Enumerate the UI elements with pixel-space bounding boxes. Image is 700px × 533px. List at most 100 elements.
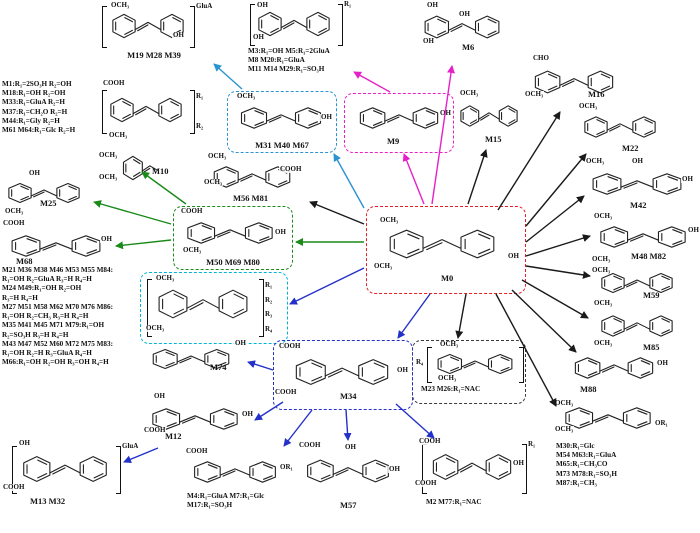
structure-skeleton (189, 458, 281, 486)
substituent-label: OCH₃ (373, 262, 394, 270)
structure-skeleton (560, 404, 656, 432)
right-bracket (190, 6, 195, 48)
metabolite-label: M31 M40 M67 (255, 140, 309, 150)
left-bracket (102, 90, 107, 134)
substituent-label: COOH (180, 207, 204, 215)
metabolite-label: M16 (588, 89, 605, 99)
bracket-substituent-label: R₄ (265, 325, 273, 333)
arrow-M50-to-M68 (115, 239, 172, 250)
substituent-label: OCH₃ (379, 216, 400, 224)
left-bracket (102, 6, 107, 48)
formula-line: M27 M51 M58 M62 M70 M76 M86: (2, 302, 113, 311)
substituent-label: OCH₃ (4, 207, 25, 215)
substituent-label: OH (252, 33, 265, 41)
substituent-label: OH (172, 31, 185, 39)
substituent-label: COOH (102, 79, 126, 87)
structure-skeleton (355, 104, 443, 132)
formula-line: R₃=H R₄=H (2, 293, 38, 302)
substituent-label: COOH (418, 437, 442, 445)
node-m21list: M21 M36 M38 M46 M53 M55 M84:R₁=OH R₂=Glu… (2, 266, 148, 394)
arrow-M9-to-M3 (353, 71, 391, 93)
node-r14: R₁ R₂ R₃ R₄ OCH₃ OCH₃ (140, 272, 288, 344)
structure-skeleton (254, 8, 334, 40)
substituent-label: OH (320, 113, 333, 121)
arrow-M0-to-M42 (525, 195, 585, 243)
substituent-label: OH (153, 392, 166, 400)
substituent-label: OR₁ (654, 419, 669, 427)
metabolite-label: M57 (340, 500, 357, 510)
substituent-label: OCH₃ (110, 1, 131, 9)
substituent-label: OCH₃ (155, 274, 176, 282)
structure-skeleton (290, 355, 394, 389)
metabolite-label: M42 (630, 200, 647, 210)
substituent-label: OH (18, 439, 31, 447)
substituent-label: COOH (279, 165, 303, 173)
formula-line: M21 M36 M38 M46 M53 M55 M84: (2, 266, 113, 274)
formula-line: R₁=OH R₂=GluA R₃=H R₄=H (2, 275, 92, 284)
substituent-label: OCH₃ (524, 90, 545, 98)
bracket-substituent-label: GluA (122, 442, 139, 450)
formula-line: M54 M63:R₁=GluA (556, 451, 617, 460)
formula-line: M30:R₁=Glc (556, 442, 595, 450)
formula-line: M23 M26:R₁=NAC (421, 385, 481, 393)
arrow-M0-to-M48 (525, 234, 591, 257)
substituent-label: OCH₃ (439, 340, 460, 348)
structure-skeleton (302, 456, 394, 486)
metabolite-label: M59 (643, 290, 660, 300)
structure-skeleton (182, 219, 278, 247)
substituent-label: COOH (2, 483, 26, 491)
metabolite-label: M25 (40, 198, 57, 208)
arrow-M0-to-M22 (525, 153, 587, 227)
metabolite-label: M85 (643, 342, 660, 352)
substituent-label: COOH (185, 447, 209, 455)
formula-line: M44:R₁=Gly R₂=H (2, 116, 60, 125)
substituent-label: OCH₃ (145, 324, 166, 332)
metabolite-label: M12 (165, 431, 182, 441)
left-bracket (427, 347, 432, 383)
substituent-label: OH (458, 10, 471, 18)
structure-skeleton (236, 104, 326, 132)
bracket-substituent-label: R₁ (265, 281, 273, 289)
substituent-label: OH (28, 169, 41, 177)
substituent-label: OH (681, 175, 694, 183)
metabolite-label: M50 M69 M80 (206, 257, 260, 267)
substituent-label: OCH₃ (98, 151, 119, 159)
formula-line: M1:R₁=2SO₃H R₂=OH (2, 80, 72, 88)
bracket-substituent-label: R₃ (265, 310, 273, 319)
arrow-M0-to-R1-R4-group (289, 267, 365, 305)
metabolite-label: M19 M28 M39 (127, 50, 181, 60)
formula-line: M11 M14 M29:R₁=SO₃H (248, 65, 325, 74)
metabolite-label: M88 (580, 384, 597, 394)
metabolite-label: M68 (16, 256, 33, 266)
substituent-label: OCH₃ (593, 299, 614, 307)
substituent-label: COOH (298, 441, 322, 449)
metabolite-label: M48 M82 (631, 251, 667, 261)
substituent-label: OR₁ (279, 463, 294, 471)
formula-line: M33:R₁=GluA R₂=H (2, 98, 66, 107)
substituent-label: OCH₃ (591, 266, 612, 274)
arrow-M0-to-M56 (309, 200, 365, 225)
substituent-label: OH (512, 459, 525, 467)
left-bracket (147, 279, 152, 337)
bracket-substituent-label: R₂ (196, 122, 204, 130)
bracket-substituent-label: R₂ (265, 295, 273, 304)
bracket-substituent-label: R₁ (528, 440, 536, 448)
substituent-label: COOH (143, 426, 167, 434)
